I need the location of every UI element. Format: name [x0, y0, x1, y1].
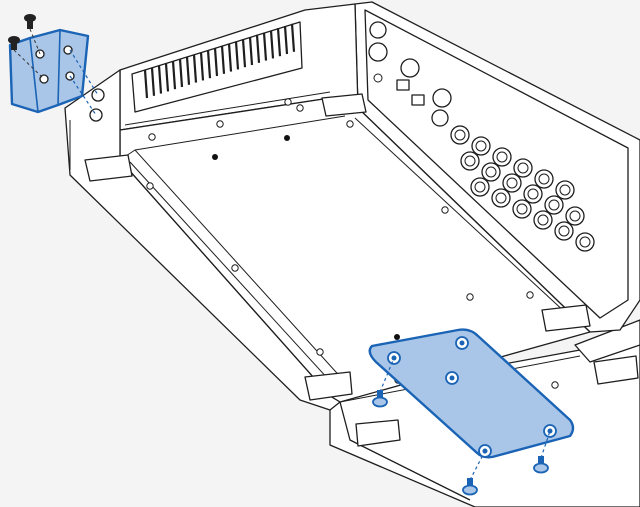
device-chassis-upper: [64, 1, 640, 411]
rubber-foot: [304, 371, 353, 401]
vent-slot: [143, 69, 149, 99]
rubber-foot: [84, 154, 133, 182]
vent-slot: [234, 41, 240, 70]
vent-slot: [227, 43, 233, 72]
rubber-foot: [593, 355, 639, 385]
mounting-screw-icon: [533, 430, 551, 474]
vent-slot: [192, 54, 198, 83]
screw-hole: [284, 98, 292, 106]
screw-hole: [526, 291, 534, 299]
vent-slot: [150, 67, 156, 96]
screw-hole: [441, 206, 449, 214]
din-port: [369, 21, 387, 39]
rubber-foot: [321, 93, 367, 117]
vent-slot: [157, 65, 163, 94]
screw-hole: [216, 120, 224, 128]
din-port: [368, 42, 388, 62]
power-port: [431, 109, 449, 127]
jack-array: [450, 125, 595, 252]
vent-slot: [248, 36, 254, 66]
vent-slot: [269, 30, 275, 59]
vent-slot: [206, 50, 212, 79]
screw-hole: [148, 133, 156, 141]
vent-slots: [143, 23, 296, 99]
mount-hole: [91, 88, 105, 102]
screw-hole: [466, 293, 474, 301]
screw-hole: [394, 334, 400, 340]
screw-hole: [316, 348, 324, 356]
screw-hole: [231, 264, 239, 272]
mount-hole: [89, 108, 103, 122]
vent-slot: [185, 56, 191, 85]
vent-slot: [178, 58, 184, 88]
vent-slot: [276, 28, 282, 57]
din-port: [400, 58, 420, 78]
screw-hole: [212, 154, 218, 160]
mounting-screw-icon: [372, 357, 395, 408]
vent-slot: [262, 32, 268, 61]
vent-slot: [171, 61, 177, 90]
screw-hole: [296, 104, 304, 112]
screw-holes: [146, 98, 559, 389]
rack-ear-bracket: [8, 14, 99, 116]
screw-hole: [146, 182, 154, 190]
screw-hole: [284, 135, 290, 141]
usb-port: [396, 79, 410, 91]
screw-hole: [551, 381, 559, 389]
vent-slot: [213, 47, 219, 77]
mounting-screw-icon: [462, 450, 486, 496]
screw-hole: [346, 120, 354, 128]
vent-slot: [164, 63, 170, 92]
bracket-hole: [63, 45, 73, 55]
power-port: [432, 88, 452, 108]
vent-slot: [290, 23, 296, 52]
mounting-screw-icon: [24, 14, 41, 55]
vent-slot: [255, 34, 261, 63]
usb-port: [411, 94, 425, 106]
rubber-foot: [541, 304, 591, 332]
vent-slot: [199, 52, 205, 81]
vent-slot: [220, 45, 226, 74]
rubber-foot: [355, 419, 401, 447]
joining-plate: [368, 328, 575, 459]
vent-slot: [241, 39, 247, 68]
vent-slot: [283, 25, 289, 55]
mounting-screw-icon: [8, 36, 45, 80]
